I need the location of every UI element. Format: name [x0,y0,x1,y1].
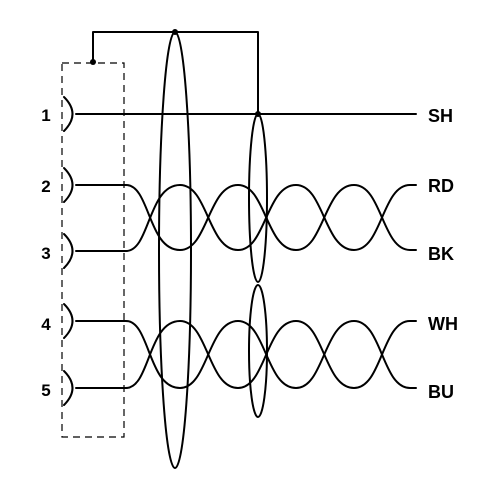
pin-socket-2 [63,167,74,203]
wire-label-rd: RD [428,176,454,196]
wire-label-bk: BK [428,244,454,264]
wire-label-wh: WH [428,314,458,334]
pin-socket-1 [63,96,74,132]
pair-shield-ellipse-top [248,113,268,283]
pin-socket-3 [63,233,74,269]
wire-wh [75,320,417,389]
pin-number-2: 2 [41,177,50,196]
pin-number-3: 3 [41,244,50,263]
wire-label-sh: SH [428,106,453,126]
junction-dot-outer-shield [172,29,178,35]
wire-bu [75,320,417,389]
wire-label-bu: BU [428,382,454,402]
wire-bk [75,184,417,252]
wire-rd [75,184,417,251]
pin-number-1: 1 [41,106,50,125]
shield-drain-loop [92,31,259,115]
junction-dot-pair-shield [255,111,261,117]
pin-number-5: 5 [41,381,50,400]
pair-shield-ellipse-bottom [248,284,268,418]
pin-socket-4 [63,303,74,339]
pin-number-4: 4 [41,315,51,334]
junction-dot-housing [90,59,96,65]
pin-socket-5 [63,370,74,406]
